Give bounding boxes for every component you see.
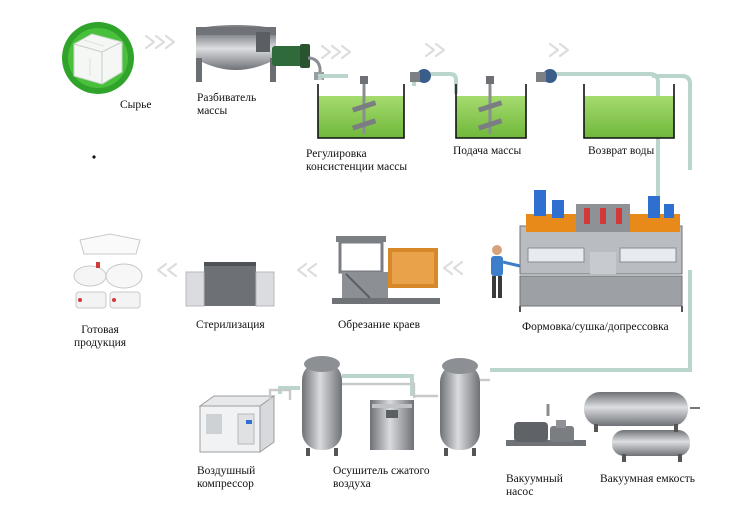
pulper-machine-icon — [196, 25, 324, 82]
vacuum-pump-icon — [506, 404, 586, 446]
label-forming: Формовка/сушка/допрессовка — [522, 321, 669, 333]
pipes — [278, 72, 692, 396]
forming-machine-icon — [519, 190, 683, 312]
air-dryer-icon — [370, 400, 414, 450]
arrow-forming-to-trim — [442, 260, 464, 276]
sterilization-oven-icon — [185, 262, 275, 307]
label-pulper: Разбиватель массы — [197, 92, 257, 117]
stray-dot — [92, 155, 96, 159]
finished-products-icon — [73, 233, 143, 309]
label-vacuum-tank: Вакуумная емкость — [600, 473, 696, 485]
air-receiver-1 — [302, 356, 342, 456]
tank-water-return — [583, 84, 675, 139]
label-vacuum-pump: Вакуумный насос — [506, 473, 563, 498]
trimming-machine-icon — [332, 236, 440, 304]
air-lines — [268, 378, 490, 400]
label-consistency: Регулировка консистенции массы — [306, 148, 408, 173]
operator-figure — [491, 245, 521, 298]
pump-2 — [536, 69, 557, 83]
label-finished: Готовая продукция — [73, 324, 127, 349]
arrow-pulper-to-tank — [320, 44, 352, 60]
air-receiver-2 — [440, 358, 480, 456]
label-water-return: Возврат воды — [588, 145, 655, 157]
arrow-raw-to-pulper — [144, 34, 176, 50]
raw-material-icon — [62, 22, 134, 94]
arrow-tank2-to-tank3 — [548, 42, 570, 58]
air-compressor-icon — [198, 395, 276, 453]
label-raw: Сырье — [120, 99, 152, 111]
label-air-dryer: Осушитель сжатого воздуха — [333, 465, 430, 490]
arrow-trim-to-sterile — [296, 262, 318, 278]
vacuum-tank-icon — [584, 392, 700, 462]
arrow-tank1-to-tank2 — [424, 42, 446, 58]
tank-consistency — [317, 76, 405, 139]
tank-feed — [455, 76, 527, 139]
label-sterilization: Стерилизация — [196, 319, 265, 331]
flow-arrows — [144, 34, 570, 278]
label-air-compressor: Воздушный компрессор — [197, 465, 256, 490]
label-trimming: Обрезание краев — [338, 319, 421, 331]
arrow-sterile-to-product — [156, 262, 178, 278]
label-feed: Подача массы — [453, 145, 522, 157]
pump-1 — [410, 69, 431, 83]
